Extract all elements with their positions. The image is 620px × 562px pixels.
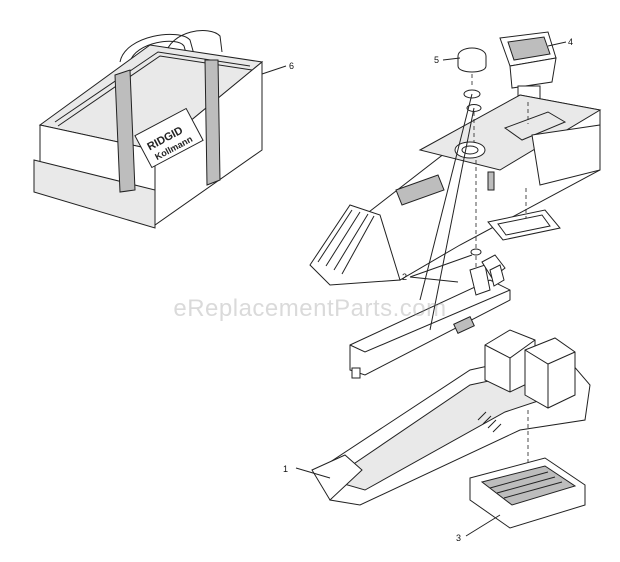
callout-2: 2: [402, 272, 407, 282]
leader-6: [261, 65, 287, 75]
bag-strap-right: [204, 59, 221, 186]
bag-handle-left: [119, 33, 196, 63]
housing-slot: [487, 171, 495, 191]
gasket-outer: [487, 209, 561, 241]
housing-nose-ribs: [317, 209, 375, 275]
housing-cap-socket: [454, 141, 486, 159]
window-gasket: [487, 209, 561, 241]
cap-body: [457, 56, 487, 73]
callout-4: 4: [568, 37, 573, 47]
washer-stack: [463, 89, 482, 112]
cap-part: [457, 47, 487, 73]
lower-housing-tip: [311, 454, 363, 501]
leader-2a: [409, 254, 473, 278]
lower-housing: [311, 329, 591, 506]
door-top-face: [480, 465, 577, 506]
carrying-bag: RIDGID Kollmann: [33, 30, 264, 229]
display-module: [499, 31, 557, 101]
housing-display-window: [503, 111, 567, 141]
bag-strap-left: [114, 69, 136, 193]
leader-2c: [419, 93, 473, 301]
housing-cap-socket-inner: [461, 145, 479, 155]
battery-door: [469, 457, 586, 529]
assembly-lines: [471, 74, 529, 462]
battery-tower-right-edge: [524, 349, 576, 408]
upper-housing: [309, 94, 602, 286]
bag-handle-left-inner: [129, 40, 189, 63]
board-edge: [349, 289, 511, 353]
bag-front-pocket: [33, 159, 156, 229]
leader-5: [442, 57, 461, 61]
switch-block: [469, 264, 491, 296]
leader-1: [295, 467, 331, 479]
callout-5: 5: [434, 55, 439, 65]
battery-tower-right: [524, 337, 576, 409]
callout-3: 3: [456, 533, 461, 543]
leader-2d: [429, 107, 475, 331]
battery-tower-left-edge: [484, 339, 536, 392]
housing-nose: [309, 204, 401, 286]
display-body: [509, 57, 557, 89]
leader-2b: [409, 276, 459, 283]
switch-lever: [489, 264, 505, 287]
lower-housing-grip: [477, 411, 502, 433]
leader-lines: [261, 41, 567, 537]
leader-3: [465, 514, 501, 537]
board-connector: [351, 367, 361, 379]
o-ring: [470, 248, 482, 256]
callout-6: 6: [289, 61, 294, 71]
bag-brand-plate: [134, 107, 204, 169]
board-chip: [453, 316, 475, 334]
callout-1: 1: [283, 464, 288, 474]
bag-zipper-seam: [57, 55, 253, 127]
door-ribs: [489, 471, 563, 499]
housing-rear-block: [531, 124, 601, 186]
gasket-inner: [497, 214, 551, 236]
housing-label: [395, 174, 445, 206]
display-screen: [507, 36, 551, 61]
bag-zipper: [54, 51, 251, 123]
leader-4: [547, 41, 567, 47]
